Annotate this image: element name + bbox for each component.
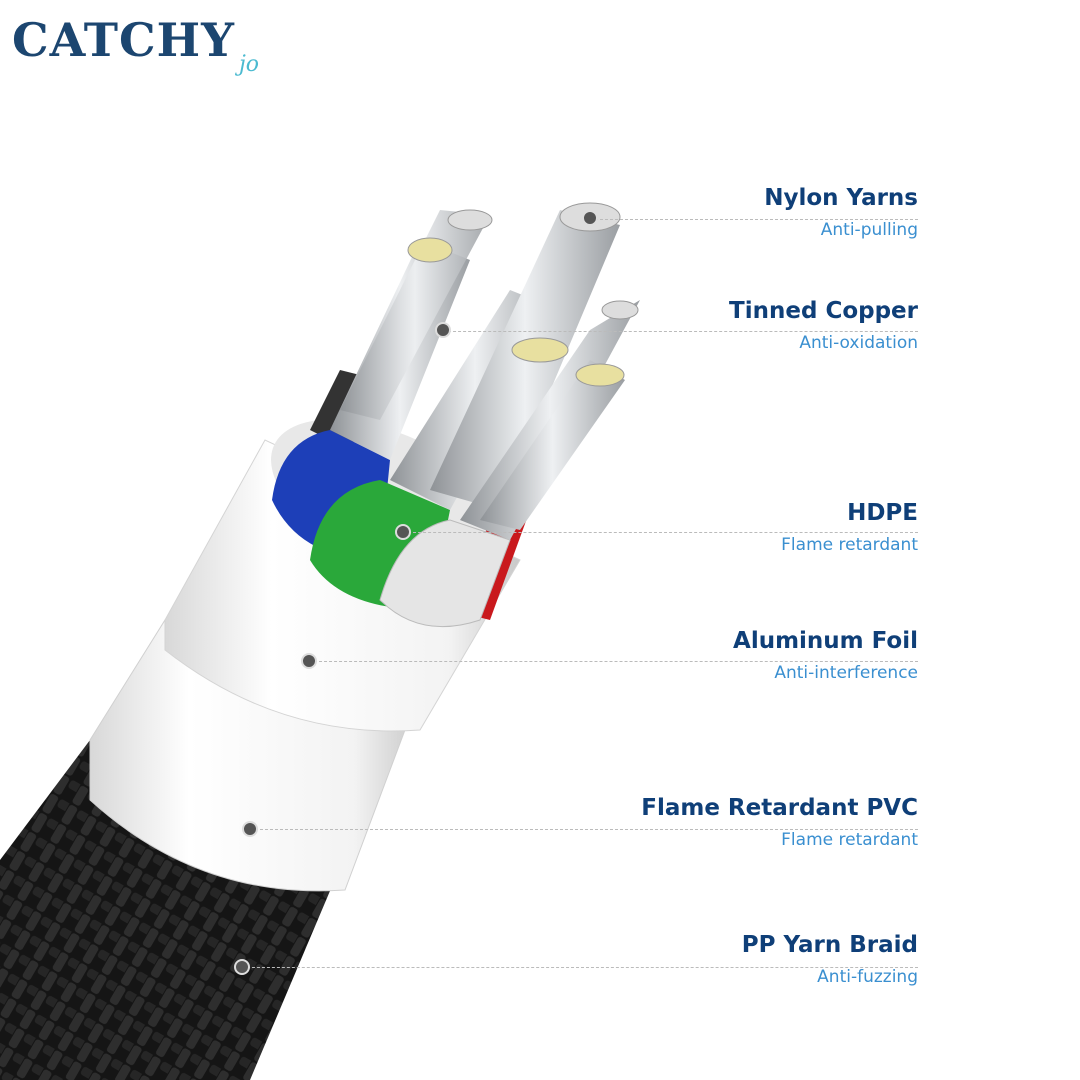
pointer-dot <box>242 821 258 837</box>
layer-subtitle: Anti-fuzzing <box>817 967 918 987</box>
pointer-dot <box>234 959 250 975</box>
pointer-dot <box>435 322 451 338</box>
layer-subtitle: Flame retardant <box>781 830 918 850</box>
pointer-dot <box>395 524 411 540</box>
leader-line <box>590 219 918 220</box>
brand-name: CATCHY <box>12 13 235 67</box>
pointer-dot <box>301 653 317 669</box>
leader-line <box>250 829 918 830</box>
leader-line <box>242 967 918 968</box>
layer-label-pp-yarn-braid: PP Yarn Braid Anti-fuzzing <box>742 931 918 988</box>
layer-title: Aluminum Foil <box>733 628 918 654</box>
leader-line <box>443 331 918 332</box>
layer-label-nylon-yarns: Nylon Yarns Anti-pulling <box>764 184 918 241</box>
pointer-dot <box>582 210 598 226</box>
layer-title: HDPE <box>847 500 918 526</box>
layer-subtitle: Anti-interference <box>774 663 918 683</box>
layer-subtitle: Anti-oxidation <box>799 333 918 353</box>
brand-script: jo <box>238 52 260 77</box>
leader-line <box>403 532 918 533</box>
layer-label-aluminum-foil: Aluminum Foil Anti-interference <box>733 627 918 684</box>
layer-subtitle: Flame retardant <box>781 535 918 555</box>
brand-logo: CATCHY jo <box>12 8 259 98</box>
layer-title: Flame Retardant PVC <box>641 795 918 821</box>
layer-title: PP Yarn Braid <box>741 932 918 958</box>
layer-label-flame-retardant-pvc: Flame Retardant PVC Flame retardant <box>641 794 918 851</box>
layer-title: Nylon Yarns <box>764 185 918 211</box>
layer-title: Tinned Copper <box>729 298 918 324</box>
layer-subtitle: Anti-pulling <box>820 220 918 240</box>
layer-label-hdpe: HDPE Flame retardant <box>781 499 918 556</box>
leader-line <box>309 661 918 662</box>
copper-strands <box>330 202 640 540</box>
layer-label-tinned-copper: Tinned Copper Anti-oxidation <box>729 297 918 354</box>
